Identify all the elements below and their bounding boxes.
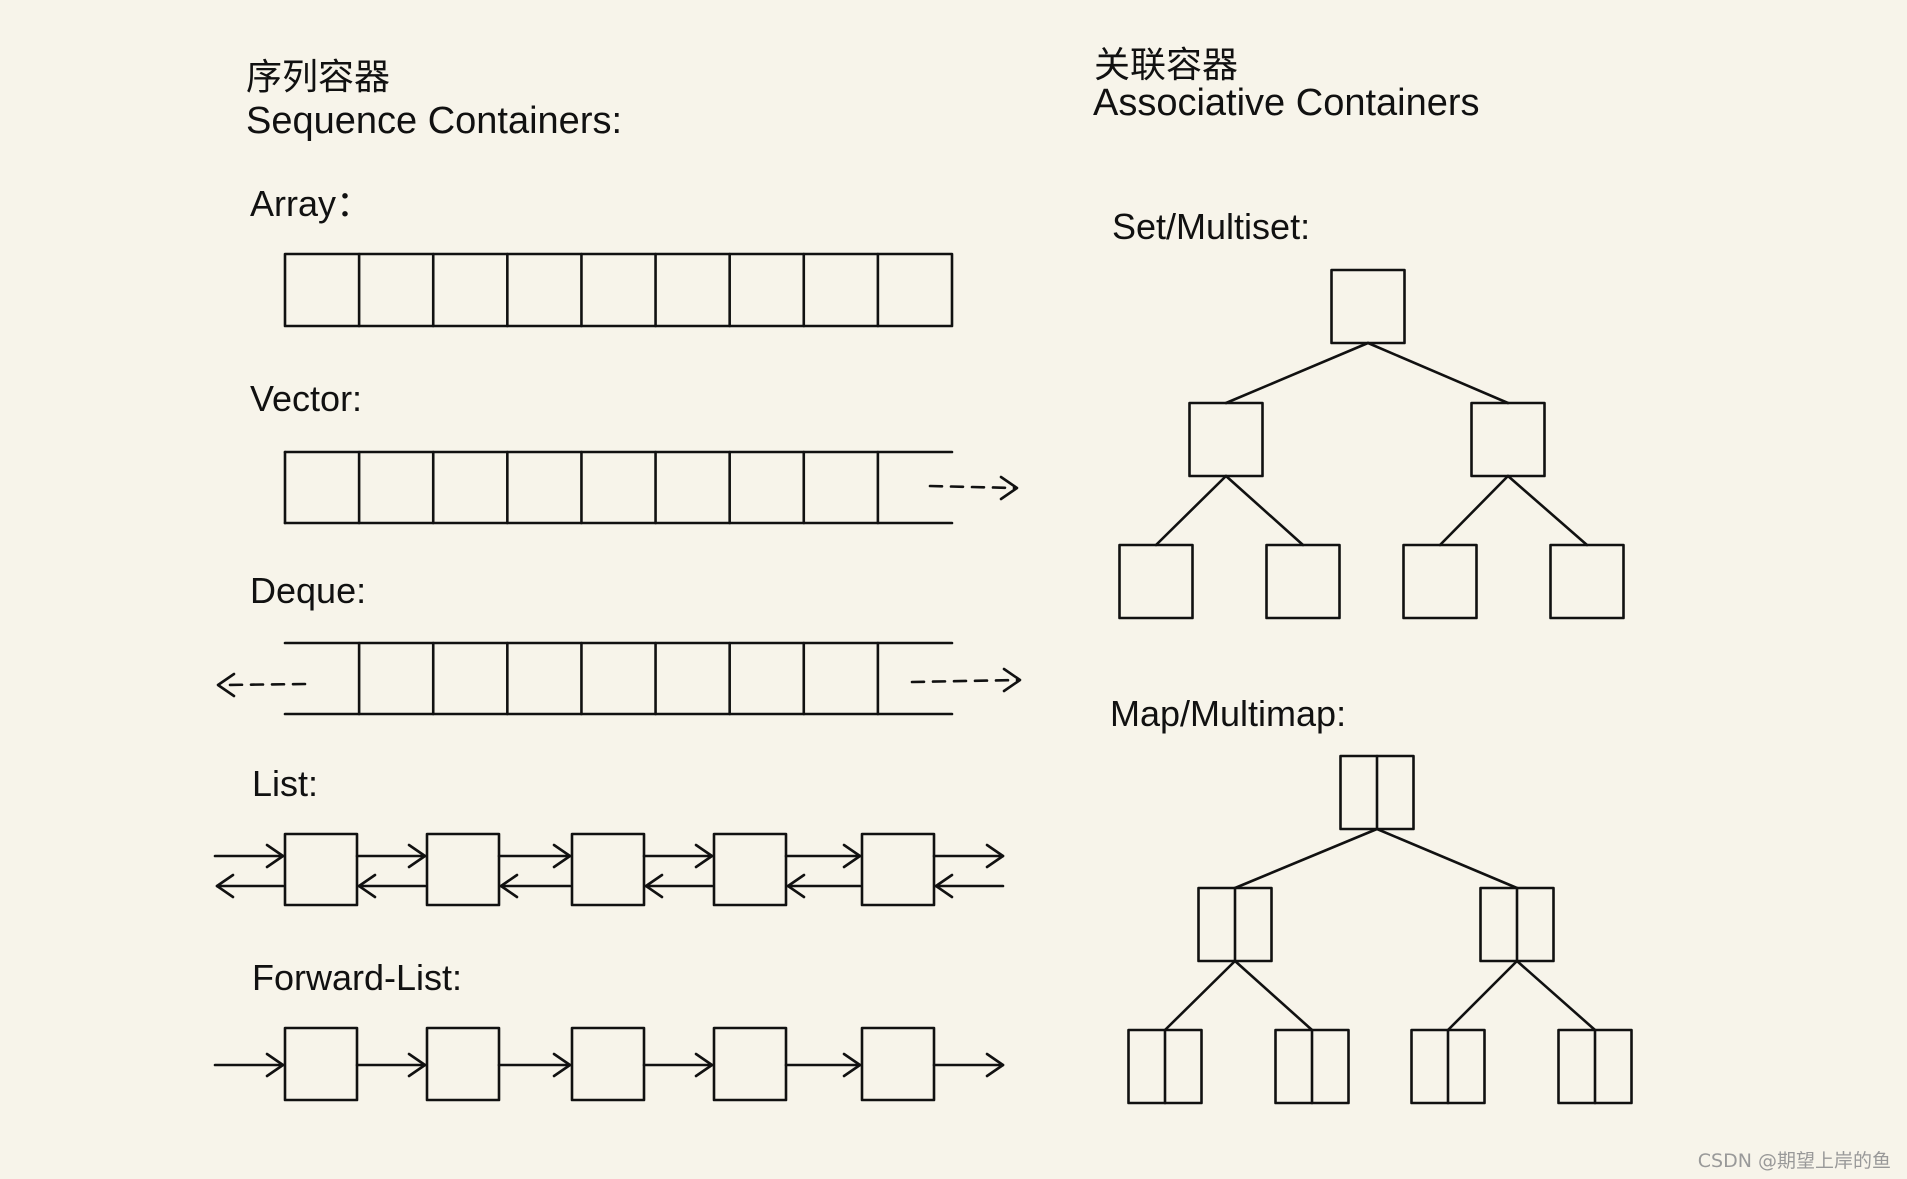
associative-title-en: Associative Containers (1093, 82, 1480, 124)
list-prev-arrowhead (215, 873, 235, 899)
forward-list-next-arrowhead (407, 1052, 427, 1078)
forward-list-node (570, 1026, 646, 1102)
set-tree-node (1188, 401, 1264, 478)
list-prev-arrowhead (357, 873, 377, 899)
list-node (860, 832, 936, 907)
forward-list-next-arrowhead (265, 1052, 285, 1078)
forward-list-next-arrowhead (694, 1052, 714, 1078)
list-diagram (213, 832, 1005, 907)
list-node (425, 832, 501, 907)
vector-growth-arrow-shaft (928, 484, 1017, 490)
deque-right-arrow-shaft (910, 678, 1020, 684)
sequence-title-cn: 序列容器 (246, 56, 391, 97)
watermark: CSDN @期望上岸的鱼 (1697, 1150, 1891, 1172)
list-node (570, 832, 646, 907)
forward-list-node (712, 1026, 788, 1102)
forward-list-next-arrowhead (985, 1052, 1005, 1078)
set-tree-node (1402, 543, 1478, 620)
vector-diagram (283, 450, 1019, 525)
list-next-arrowhead (842, 843, 862, 869)
deque-left-arrowhead (216, 672, 236, 698)
list-next-arrowhead (407, 843, 427, 869)
sequence-title-en: Sequence Containers: (246, 100, 623, 142)
set-tree-node (1470, 401, 1546, 478)
set-tree-edge (1506, 474, 1589, 547)
set-tree-node (1118, 543, 1194, 620)
list-next-arrowhead (552, 843, 572, 869)
set-tree-edge (1366, 341, 1510, 405)
set-tree-edge (1224, 474, 1305, 547)
list-node (712, 832, 788, 907)
deque-right-arrowhead (1002, 667, 1022, 693)
associative-title-cn: 关联容器 (1094, 44, 1239, 85)
forward-list-next-arrowhead (842, 1052, 862, 1078)
list-next-arrowhead (265, 843, 285, 869)
forward-list-diagram (213, 1026, 1005, 1102)
list-label: List: (252, 763, 319, 804)
vector-label: Vector: (250, 378, 363, 419)
set-tree-edge (1154, 474, 1228, 547)
array-label: Array： (250, 183, 373, 224)
deque-left-arrow-shaft (220, 682, 307, 687)
map-tree-edge (1446, 959, 1519, 1032)
map-tree-diagram (1127, 754, 1633, 1105)
list-next-arrowhead (694, 843, 714, 869)
forward-list-next-arrowhead (552, 1052, 572, 1078)
set-tree-node (1265, 543, 1341, 620)
deque-label: Deque: (250, 570, 367, 611)
forward-list-node (283, 1026, 359, 1102)
map-tree-edge (1163, 959, 1237, 1032)
list-next-arrowhead (985, 843, 1005, 869)
deque-diagram (216, 641, 1022, 716)
set-tree-diagram (1118, 268, 1625, 620)
vector-growth-arrowhead (999, 475, 1019, 501)
list-prev-arrowhead (644, 873, 664, 899)
set-multiset-label: Set/Multiset: (1112, 206, 1311, 247)
forward-list-label: Forward-List: (252, 957, 463, 998)
map-tree-edge (1515, 959, 1597, 1032)
array-diagram (283, 252, 954, 328)
map-tree-edge (1375, 827, 1519, 890)
forward-list-node (425, 1026, 501, 1102)
map-tree-edge (1233, 827, 1379, 890)
set-tree-node (1549, 543, 1625, 620)
forward-list-node (860, 1026, 936, 1102)
list-prev-arrowhead (499, 873, 519, 899)
list-prev-arrowhead (934, 873, 954, 899)
map-tree-edge (1233, 959, 1314, 1032)
map-multimap-label: Map/Multimap: (1110, 693, 1347, 734)
array-outline (283, 252, 954, 328)
set-tree-node (1330, 268, 1406, 345)
set-tree-edge (1438, 474, 1510, 547)
list-node (283, 832, 359, 907)
list-prev-arrowhead (786, 873, 806, 899)
set-tree-edge (1224, 341, 1370, 405)
